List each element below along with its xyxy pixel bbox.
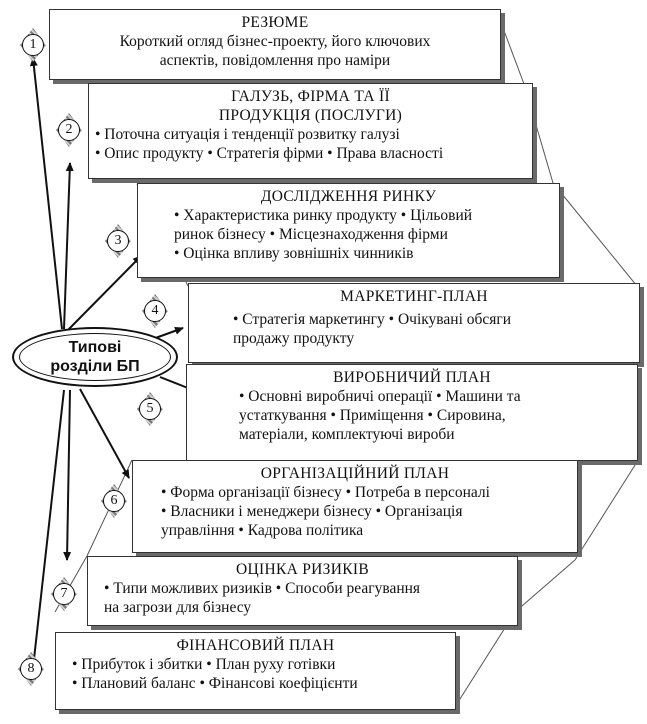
section-box-7: ОЦІНКА РИЗИКІВ • Типи можливих ризиків •… bbox=[87, 556, 518, 626]
arrow-to-6 bbox=[79, 388, 130, 479]
section-title-4: МАРКЕТИНГ-ПЛАН bbox=[340, 288, 488, 305]
section-box-8: ФІНАНСОВИЙ ПЛАН • Прибуток і збитки • Пл… bbox=[55, 632, 456, 710]
section-title-5: ВИРОБНИЧИЙ ПЛАН bbox=[333, 369, 491, 386]
badge-5: 5 bbox=[136, 389, 164, 429]
section-title-2: ГАЛУЗЬ, ФІРМА ТА ЇЇ ПРОДУКЦІЯ (ПОСЛУГИ) bbox=[218, 88, 403, 124]
section-text-1a: Короткий огляд бізнес-проекту, його ключ… bbox=[119, 33, 431, 50]
arrow-to-3 bbox=[67, 255, 142, 331]
section-text-2b: • Опис продукту • Стратегія фірми • Прав… bbox=[95, 145, 444, 162]
section-text-8b: • Плановий баланс • Фінансові коефіцієнт… bbox=[72, 675, 358, 692]
badge-1: 1 bbox=[19, 25, 47, 65]
section-text-3b: ринок бізнесу • Місцезнаходження фірми bbox=[174, 226, 448, 243]
arrow-to-1 bbox=[29, 57, 63, 330]
section-text-6b: • Власники і менеджери бізнесу • Організ… bbox=[161, 503, 463, 520]
section-text-8a: • Прибуток і збитки • План руху готівки bbox=[72, 656, 336, 673]
section-text-5b: устаткування • Приміщення • Сировина, bbox=[239, 407, 506, 424]
section-box-6: ОРГАНІЗАЦІЙНИЙ ПЛАН • Форма організації … bbox=[132, 460, 578, 553]
section-text-2a: • Поточна ситуація і тенденції розвитку … bbox=[95, 126, 400, 143]
badge-7: 7 bbox=[50, 574, 78, 614]
section-text-4b: продажу продукту bbox=[233, 330, 355, 347]
section-text-3a: • Характеристика ринку продукту • Цільов… bbox=[174, 207, 473, 224]
section-box-2: ГАЛУЗЬ, ФІРМА ТА ЇЇ ПРОДУКЦІЯ (ПОСЛУГИ) … bbox=[88, 83, 533, 179]
center-label: Типові розділи БП bbox=[50, 339, 140, 375]
badge-number-1: 1 bbox=[22, 34, 44, 56]
center-ellipse: Типові розділи БП bbox=[12, 327, 178, 387]
arrow-to-7 bbox=[63, 389, 72, 561]
section-box-1: РЕЗЮМЕ Короткий огляд бізнес-проекту, йо… bbox=[49, 9, 501, 80]
section-box-4: МАРКЕТИНГ-ПЛАН • Стратегія маркетингу • … bbox=[188, 283, 640, 363]
arrow-to-2 bbox=[63, 162, 74, 330]
badge-number-6: 6 bbox=[103, 490, 125, 512]
section-text-6a: • Форма організації бізнесу • Потреба в … bbox=[161, 484, 490, 501]
badge-number-5: 5 bbox=[139, 398, 161, 420]
badge-2: 2 bbox=[55, 110, 83, 150]
section-title-6: ОРГАНІЗАЦІЙНИЙ ПЛАН bbox=[260, 465, 450, 482]
section-box-3: ДОСЛІДЖЕННЯ РИНКУ • Характеристика ринку… bbox=[137, 183, 560, 278]
section-text-5c: матеріали, комплектуючі вироби bbox=[239, 426, 455, 443]
badge-3: 3 bbox=[104, 221, 132, 261]
badge-number-8: 8 bbox=[20, 658, 42, 680]
section-text-4a: • Стратегія маркетингу • Очікувані обсяг… bbox=[233, 311, 512, 328]
section-title-8: ФІНАНСОВИЙ ПЛАН bbox=[176, 637, 335, 654]
arrow-to-8 bbox=[29, 389, 65, 669]
section-text-1b: аспектів, повідомлення про наміри bbox=[159, 52, 391, 69]
section-title-7: ОЦІНКА РИЗИКІВ bbox=[236, 561, 369, 578]
badge-number-3: 3 bbox=[107, 230, 129, 252]
badge-8: 8 bbox=[17, 649, 45, 689]
section-text-5a: • Основні виробничі операції • Машини та bbox=[239, 388, 521, 405]
badge-4: 4 bbox=[141, 291, 169, 331]
badge-number-2: 2 bbox=[58, 119, 80, 141]
section-box-5: ВИРОБНИЧИЙ ПЛАН • Основні виробничі опер… bbox=[186, 364, 638, 461]
badge-number-7: 7 bbox=[53, 583, 75, 605]
badge-number-4: 4 bbox=[144, 300, 166, 322]
section-title-3: ДОСЛІДЖЕННЯ РИНКУ bbox=[260, 188, 437, 205]
section-text-7b: на загрози для бізнесу bbox=[104, 599, 252, 616]
section-text-7a: • Типи можливих ризиків • Способи реагув… bbox=[104, 580, 421, 597]
section-text-6c: управління • Кадрова політика bbox=[161, 522, 364, 539]
section-text-3c: • Оцінка впливу зовнішніх чинників bbox=[174, 245, 414, 262]
section-title-1: РЕЗЮМЕ bbox=[241, 14, 309, 31]
badge-6: 6 bbox=[100, 481, 128, 521]
